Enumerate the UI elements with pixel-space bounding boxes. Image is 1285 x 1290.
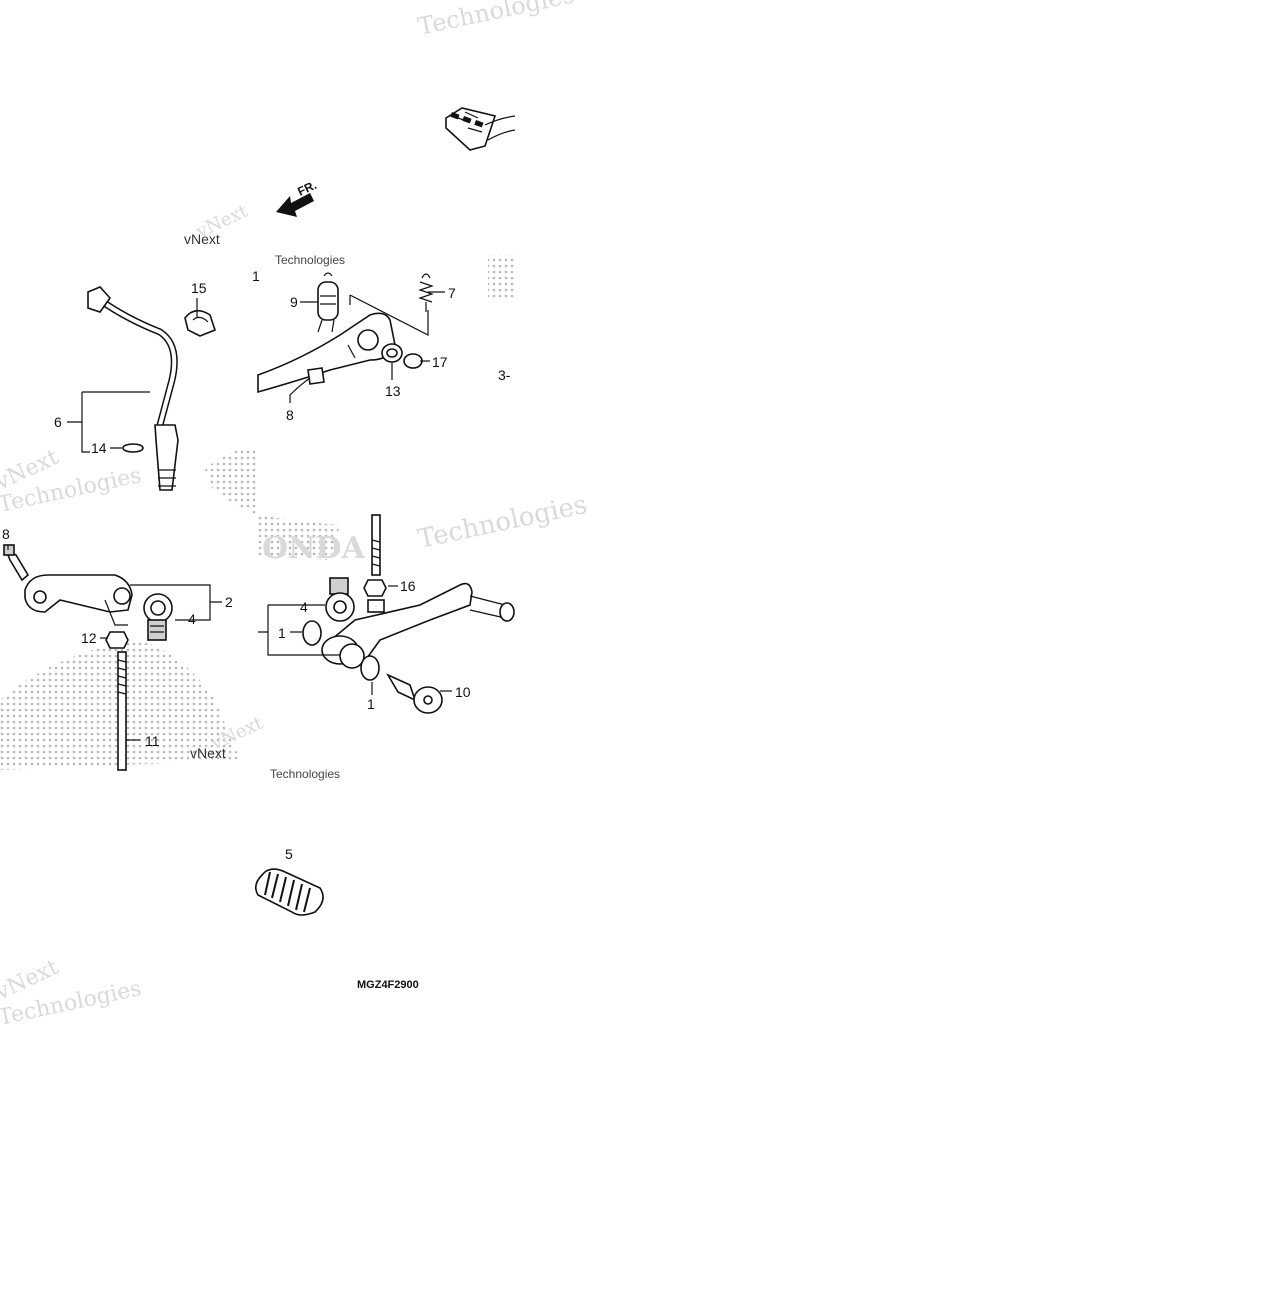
- part-label-5: 5: [285, 846, 293, 862]
- part-label-1: 1: [367, 696, 375, 712]
- part-label-16: 16: [400, 578, 416, 594]
- spring-part: [317, 272, 339, 333]
- callout-lines: [7, 291, 452, 741]
- watermark-text: Technologies: [275, 253, 345, 267]
- shift-pedal-part: [321, 582, 515, 669]
- nut-part: [363, 579, 387, 597]
- part-label-6: 6: [54, 414, 62, 430]
- part-label-4: 4: [188, 611, 196, 627]
- part-label-12: 12: [81, 630, 97, 646]
- rod-end-part: [143, 593, 173, 641]
- footpeg-part: [445, 107, 516, 151]
- small-spring-part: [418, 273, 434, 312]
- bushing-part: [302, 620, 322, 646]
- brake-pedal-part: [257, 312, 396, 394]
- part-label-13: 13: [385, 383, 401, 399]
- watermark-text: vNext: [184, 231, 220, 247]
- part-labels: 15 9 7 17 13 8 3- 1 6 14 8 2 4 12 11 4 1…: [2, 268, 511, 862]
- part-label-17: 17: [432, 354, 448, 370]
- page-reference: 3-: [498, 367, 511, 383]
- watermark-dark: vNext vNext Technologies Technologies: [184, 231, 345, 781]
- threaded-rod-part: [371, 514, 381, 576]
- brand-watermark: ONDA: [262, 531, 366, 566]
- clamp-part: [184, 309, 216, 337]
- sensor-cable-part: [87, 286, 179, 491]
- part-label-1: 1: [278, 625, 286, 641]
- part-label-8: 8: [286, 407, 294, 423]
- bushing-part: [360, 655, 380, 681]
- part-label-7: 7: [448, 285, 456, 301]
- front-direction-arrow-icon: FR.: [276, 178, 319, 217]
- rod-end-part: [325, 577, 355, 622]
- part-label-15: 15: [191, 280, 207, 296]
- threaded-rod-part: [117, 651, 127, 771]
- oring-part: [122, 443, 144, 453]
- washer-part: [386, 348, 398, 358]
- part-label-9: 9: [290, 294, 298, 310]
- part-label-1: 1: [252, 268, 260, 284]
- watermark-text: Technologies: [415, 0, 576, 41]
- part-label-14: 14: [91, 440, 107, 456]
- part-label-18: 8: [2, 526, 10, 542]
- watermark-text: vNext: [190, 745, 226, 761]
- diagram-code: MGZ4F2900: [357, 979, 419, 991]
- nut-part: [105, 631, 129, 649]
- direction-label: FR.: [295, 178, 318, 199]
- part-label-11: 11: [145, 733, 160, 749]
- part-label-4: 4: [300, 599, 308, 615]
- part-label-10: 10: [455, 684, 471, 700]
- watermark-text: Technologies: [415, 490, 590, 555]
- watermark-text: Technologies: [270, 767, 340, 781]
- bolt-part: [3, 544, 30, 582]
- shift-link-part: [24, 574, 133, 626]
- pivot-bolt-part: [386, 673, 443, 714]
- clip-part: [403, 353, 423, 369]
- pedal-rubber-part: [254, 868, 324, 916]
- part-label-2: 2: [225, 594, 233, 610]
